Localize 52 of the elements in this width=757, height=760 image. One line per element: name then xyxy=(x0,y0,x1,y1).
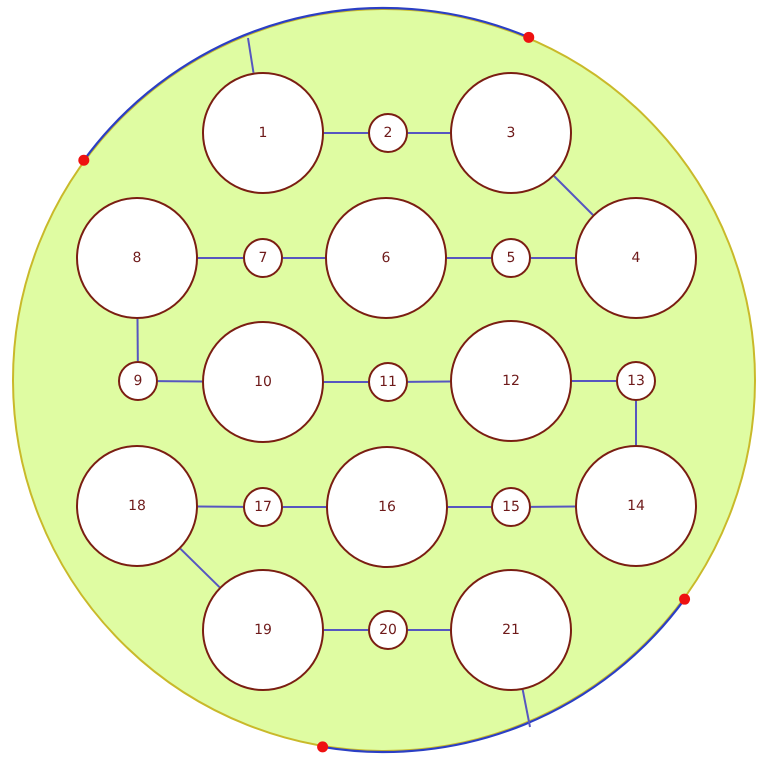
connector-line xyxy=(531,506,575,508)
node-number: 16 xyxy=(378,500,396,514)
connector-line xyxy=(324,629,368,631)
circle-node xyxy=(616,361,656,401)
connector-line xyxy=(408,629,450,631)
node-number: 2 xyxy=(384,126,392,140)
connector-line xyxy=(408,380,450,383)
connector-line xyxy=(180,548,220,588)
connector-line xyxy=(447,257,491,259)
connector-line xyxy=(635,401,637,445)
circle-node xyxy=(368,610,408,650)
connector-line xyxy=(198,257,243,259)
circle-node xyxy=(368,362,408,402)
node-number: 9 xyxy=(134,374,142,388)
node-number: 21 xyxy=(502,623,520,637)
node-number: 5 xyxy=(506,251,516,265)
node-number: 19 xyxy=(254,623,272,637)
connector-line xyxy=(136,318,139,361)
connector-line xyxy=(324,132,368,134)
connector-line xyxy=(283,506,326,508)
connector-line xyxy=(531,257,575,259)
connector-line xyxy=(448,506,491,508)
connector-line xyxy=(283,257,325,259)
node-number: 18 xyxy=(128,499,146,513)
circle-node xyxy=(491,487,531,527)
node-number: 11 xyxy=(379,375,397,389)
circle-node xyxy=(118,361,158,401)
connector-line xyxy=(158,380,202,382)
circle-node xyxy=(491,238,531,278)
connector-line xyxy=(198,505,243,508)
circle-node xyxy=(243,487,283,527)
connector-line xyxy=(247,38,254,73)
connector-line xyxy=(553,175,594,216)
node-number: 12 xyxy=(502,374,520,388)
connector-line xyxy=(408,132,450,134)
node-number: 4 xyxy=(632,251,640,265)
node-number: 20 xyxy=(379,623,397,637)
node-number: 10 xyxy=(254,375,272,389)
node-number: 6 xyxy=(382,251,390,265)
connector-line xyxy=(572,380,616,382)
circle-node xyxy=(243,238,283,278)
node-number: 13 xyxy=(627,374,645,388)
node-number: 8 xyxy=(132,251,142,265)
node-number: 7 xyxy=(258,251,268,265)
node-number: 17 xyxy=(254,500,272,514)
node-number: 3 xyxy=(506,126,516,140)
node-number: 15 xyxy=(502,500,520,514)
node-number: 1 xyxy=(258,126,268,140)
circle-node xyxy=(368,113,408,153)
connector-line xyxy=(324,381,368,383)
connector-line xyxy=(522,690,531,728)
node-number: 14 xyxy=(627,499,645,513)
